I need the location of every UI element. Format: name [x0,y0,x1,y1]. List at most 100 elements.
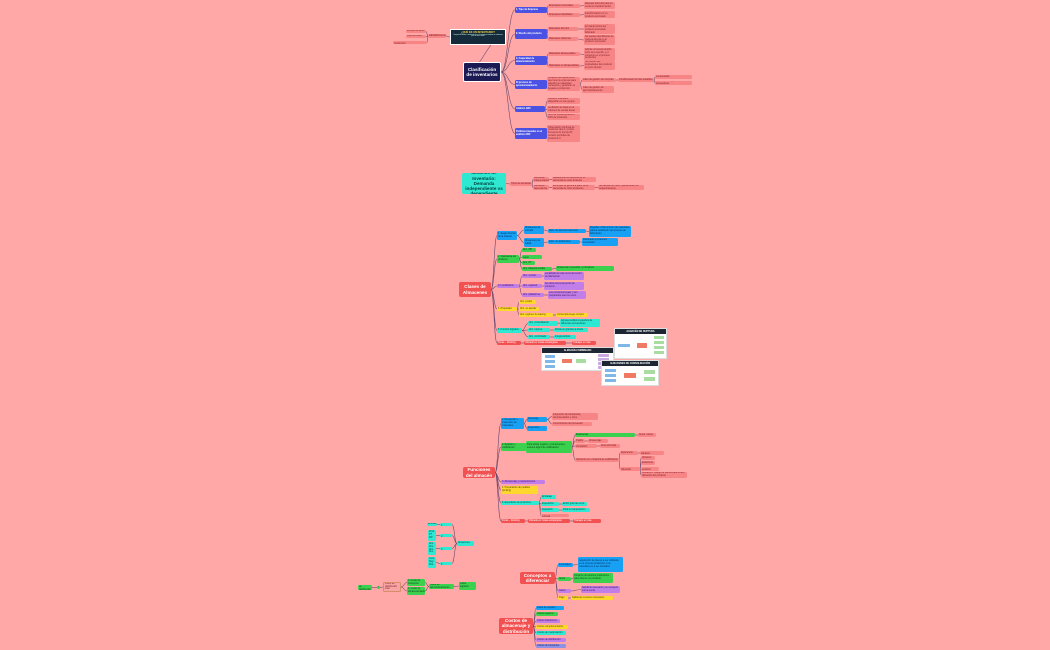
node-d1[interactable]: Costo de espacio [536,606,564,610]
node-b5b[interactable]: Alm. ruptura [528,328,550,332]
node-a4c[interactable]: Caso de gestión de aprovisionamiento [582,86,614,93]
node-a4[interactable]: El proceso de aprovisionamiento [515,80,547,89]
node-g4a[interactable]: Cent. Reg. Plat. [428,557,436,568]
node-a3b1[interactable]: Se pierden las propiedades del producto … [584,61,615,70]
node-c3[interactable]: Gasto [558,589,571,593]
node-a3a1[interactable]: Admite un tiempo amplio entre la recepci… [584,48,615,61]
node-g3a[interactable]: Alm. Alm. Alm. Alm. [428,542,436,555]
node-b3c[interactable]: Alm. plataforma [522,293,544,297]
node-b2d1[interactable]: Almacenan repuestos, ej: Empleos. [556,266,614,271]
node-a5c[interactable]: 80% de ventas genera el 20% de productos [547,114,580,120]
node-a4e[interactable]: La demanda [655,75,692,79]
node-b5a1[interactable]: Agrupa pedidos pequeños de diferentes pr… [560,319,600,327]
node-b2c[interactable]: Alm. PT [522,261,535,265]
node-f6a[interactable]: Ubicado en zonas estratégicas [528,519,570,523]
node-k4[interactable]: Costo de aprovisionamiento [429,584,454,589]
node-a1b[interactable]: Empresas industriales [548,13,580,17]
node-a2b1[interactable]: No pueden identificarse de manera direct… [584,35,615,45]
node-f2a[interactable]: Para ubicar registro y componentes, sist… [526,441,572,453]
node-d5[interactable]: Costos de manipulación [536,631,566,635]
node-b4c1[interactable]: Contempla luego compra [556,313,588,317]
node-a5[interactable]: Análisis ABC [515,106,545,112]
node-f6[interactable]: Cross – Docking [501,519,525,523]
node-m1[interactable]: Tipos de demanda [510,182,532,186]
node-b4c[interactable]: Alm. régimen de leasing [519,313,553,317]
node-b3b1[interactable]: Se ubica cerca del punto de consumo [544,282,584,290]
node-b5a[interactable]: Alm. consolidación [528,321,558,326]
node-b2[interactable]: 2. Naturaleza del producto [497,255,519,263]
node-a6[interactable]: Políticas basadas en el análisis ABC [515,128,547,139]
node-a3b[interactable]: Materiales no almacenables [548,64,580,68]
node-f2b1[interactable]: Antes / actas [638,433,656,437]
node-m1b[interactable]: Demanda dependiente [533,185,549,190]
node-a2b[interactable]: Materiales indirectos [548,37,578,41]
node-k1[interactable]: 2. Costo de distribución [358,585,372,590]
node-c2a[interactable]: Conjunto de factores productivos para ob… [573,573,613,583]
node-c1[interactable]: Inventarios [558,563,573,567]
node-f5d[interactable]: Control de nivel de entrega [541,514,569,517]
node-f2b[interactable]: Estanterías [575,433,635,437]
node-a2a[interactable]: Materiales directos [548,27,578,31]
node-b5[interactable]: 5. Función logística [497,328,522,333]
node-f2e24[interactable]: Ubicación: código de barras para la fáci… [641,472,687,478]
node-b6a[interactable]: Ubicado en zonas estratégicas [524,341,566,345]
node-b5b1[interactable]: Divide en grandes a divide [554,328,588,332]
node-f2[interactable]: 2. Registro y codificación [501,443,526,451]
node-con[interactable]: Conceptos a diferenciar [520,572,555,584]
node-b1[interactable]: 1. Según función de la cadena [497,231,517,240]
node-a5a[interactable]: Divide el inventario disponible en tres … [547,98,580,104]
node-f1[interactable]: 1. Recepción e inspección de materiales [501,418,524,429]
node-g4[interactable]: GRUPO 4 [440,562,452,565]
node-a4f[interactable]: Plazo de entrega de los proveedores [655,81,692,85]
node-c2[interactable]: Stock [558,577,571,581]
node-b4b[interactable]: Alm. en alquiler [519,307,539,311]
node-b3a1[interactable]: Localizado lo más cerca del centro de fa… [544,272,584,280]
node-f5c1[interactable]: Para la manipulación [562,508,590,512]
node-f2e1[interactable]: Referencia [620,451,638,455]
node-b1a2[interactable]: Regulan el flujo interno de materiales p… [589,226,631,237]
node-b5c[interactable]: Alm. combinado [528,335,550,339]
node-alm[interactable]: Clases de Almacenes [459,282,491,297]
node-c3a[interactable]: Sacrificio necesario y se recupera con l… [581,586,620,593]
node-cls[interactable]: Clasificación de inventarios [463,62,501,82]
node-b1a1[interactable]: Dpto. de aprovisionamiento [548,229,586,233]
node-f5b1[interactable]: Emitir guía de envío [562,502,587,506]
node-f3[interactable]: 3. Almacenaje y mantenimiento [501,480,545,484]
node-k5[interactable]: Costo logístico [459,582,476,590]
node-a1[interactable]: 1. Tipo de Empresa [515,7,547,13]
node-b3[interactable]: 3. Localización [497,284,519,288]
node-f1b[interactable]: Inspección [527,426,547,431]
node-a4d[interactable]: Condicionado por dos variables [618,78,654,82]
node-c1a[interactable]: Adquisición de bienes a ser utilizados e… [578,557,623,572]
node-inv1[interactable]: Exceso de stock [406,30,426,33]
node-c4[interactable]: Pago [558,596,568,600]
node-g3[interactable]: GRUPO 3 [440,547,452,550]
node-d6[interactable]: Costos de distribución [536,638,566,642]
node-m1a[interactable]: Demanda independiente [533,177,549,182]
node-b6[interactable]: Cross – Docking [497,341,521,345]
node-inv3[interactable]: Escala económica de producción [393,41,427,44]
node-d7[interactable]: Costos de transporte [536,644,566,648]
node-a4b[interactable]: Caso de gestión de compras [582,78,616,82]
node-f5c[interactable]: Despacho [541,508,559,512]
node-b1b1[interactable]: Dpto. de distribución [548,240,580,244]
node-cos[interactable]: Costos de almacenaje y distribución [499,618,533,634]
node-a1a1[interactable]: Manejan artículos para su venta sin tran… [584,2,615,9]
node-f2e[interactable]: Ubicación en el sistema de codificación [575,458,619,462]
node-f2e21[interactable]: Almacén [641,456,655,460]
node-a2[interactable]: II. Diseño del producto [515,29,547,39]
node-a4a[interactable]: Conjunto de operaciones que tiene la emp… [547,77,580,91]
node-b3a[interactable]: Alm. central [522,274,542,278]
node-g1a[interactable]: Entrada [427,523,437,526]
node-f5[interactable]: 5. Expedición de productos [501,501,539,505]
node-b6b[interactable]: Trabajos en ruta [572,341,596,345]
node-f2e2[interactable]: Cod. de ubicación [620,467,640,471]
node-inv2[interactable]: Falta de stock [406,35,426,38]
node-f5b[interactable]: Expedición [541,502,559,506]
node-m1a1[interactable]: Aquella que no depende de la demanda de … [552,177,596,182]
node-k1n[interactable]: 1 [377,586,380,589]
node-f1a2[interactable]: Conocimiento del proveedor [552,422,592,426]
node-b1a[interactable]: Almacenes de entrada [524,226,544,234]
node-b2a[interactable]: Alm. MP [522,248,536,252]
node-b1b[interactable]: Almacenes de salida [524,238,544,247]
